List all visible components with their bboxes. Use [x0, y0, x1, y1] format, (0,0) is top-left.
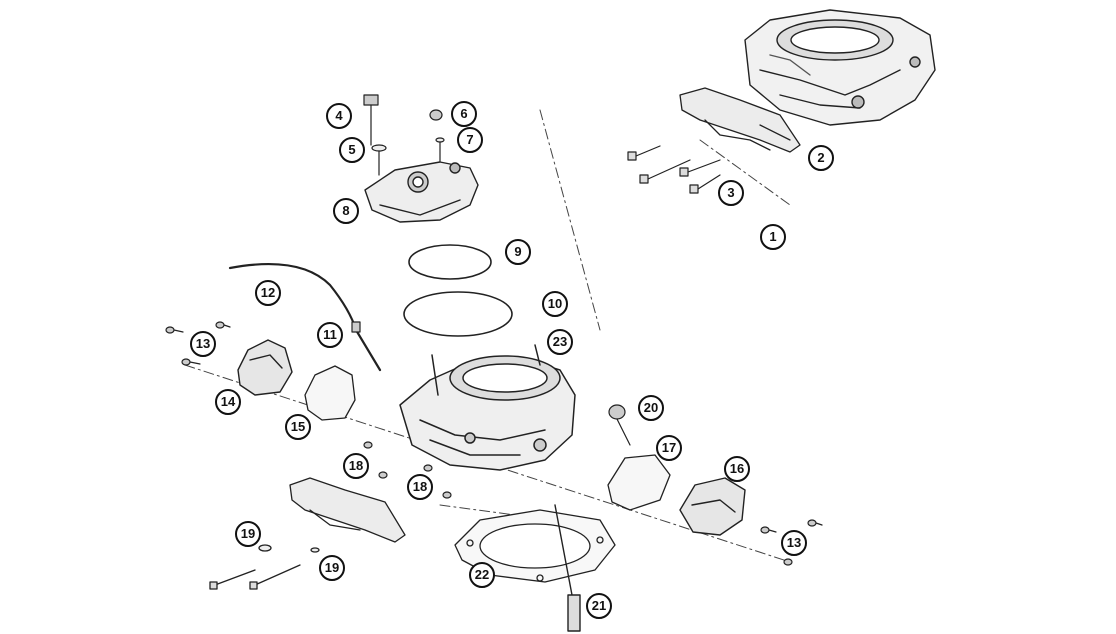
cylinder-head-part — [364, 161, 479, 223]
gasket-part-17 — [607, 454, 671, 511]
callout-4: 4 — [326, 103, 352, 129]
callout-22: 22 — [469, 562, 495, 588]
callout-10: 10 — [542, 291, 568, 317]
callout-18-upper: 18 — [343, 453, 369, 479]
callout-2: 2 — [808, 145, 834, 171]
lower-bracket-part-19 — [209, 477, 406, 590]
callout-9: 9 — [505, 239, 531, 265]
main-cylinder-part — [399, 344, 576, 471]
bolt-and-washers-part — [363, 94, 445, 176]
exhaust-bracket-part — [679, 87, 801, 153]
o-ring-part-10 — [403, 291, 513, 337]
callout-6: 6 — [451, 101, 477, 127]
callout-17: 17 — [656, 435, 682, 461]
callout-20: 20 — [638, 395, 664, 421]
callout-23: 23 — [547, 329, 573, 355]
callout-13-left: 13 — [190, 331, 216, 357]
screws-part-13-right — [760, 519, 823, 566]
screws-part-3 — [627, 145, 721, 194]
callout-13-right: 13 — [781, 530, 807, 556]
stud-part-21 — [554, 504, 581, 632]
bolts-part-18 — [363, 441, 452, 499]
base-gasket-part-22 — [454, 509, 616, 583]
callout-11: 11 — [317, 322, 343, 348]
callout-14: 14 — [215, 389, 241, 415]
callout-16: 16 — [724, 456, 750, 482]
callout-3: 3 — [718, 180, 744, 206]
callout-18-lower: 18 — [407, 474, 433, 500]
nut-part-20 — [608, 404, 631, 446]
callout-5: 5 — [339, 137, 365, 163]
screws-part-13-left — [165, 321, 231, 366]
callout-7: 7 — [457, 127, 483, 153]
callout-21: 21 — [586, 593, 612, 619]
callout-8: 8 — [333, 198, 359, 224]
gasket-part-15 — [304, 365, 356, 421]
callout-1: 1 — [760, 224, 786, 250]
valve-cover-part-14 — [237, 339, 293, 396]
cover-part-16 — [679, 477, 746, 536]
callout-12: 12 — [255, 280, 281, 306]
fitting-part-11 — [351, 321, 361, 333]
callout-19-left: 19 — [235, 521, 261, 547]
upper-cylinder-part — [744, 9, 936, 126]
callout-19-right: 19 — [319, 555, 345, 581]
callout-15: 15 — [285, 414, 311, 440]
o-ring-part-9 — [408, 244, 492, 280]
